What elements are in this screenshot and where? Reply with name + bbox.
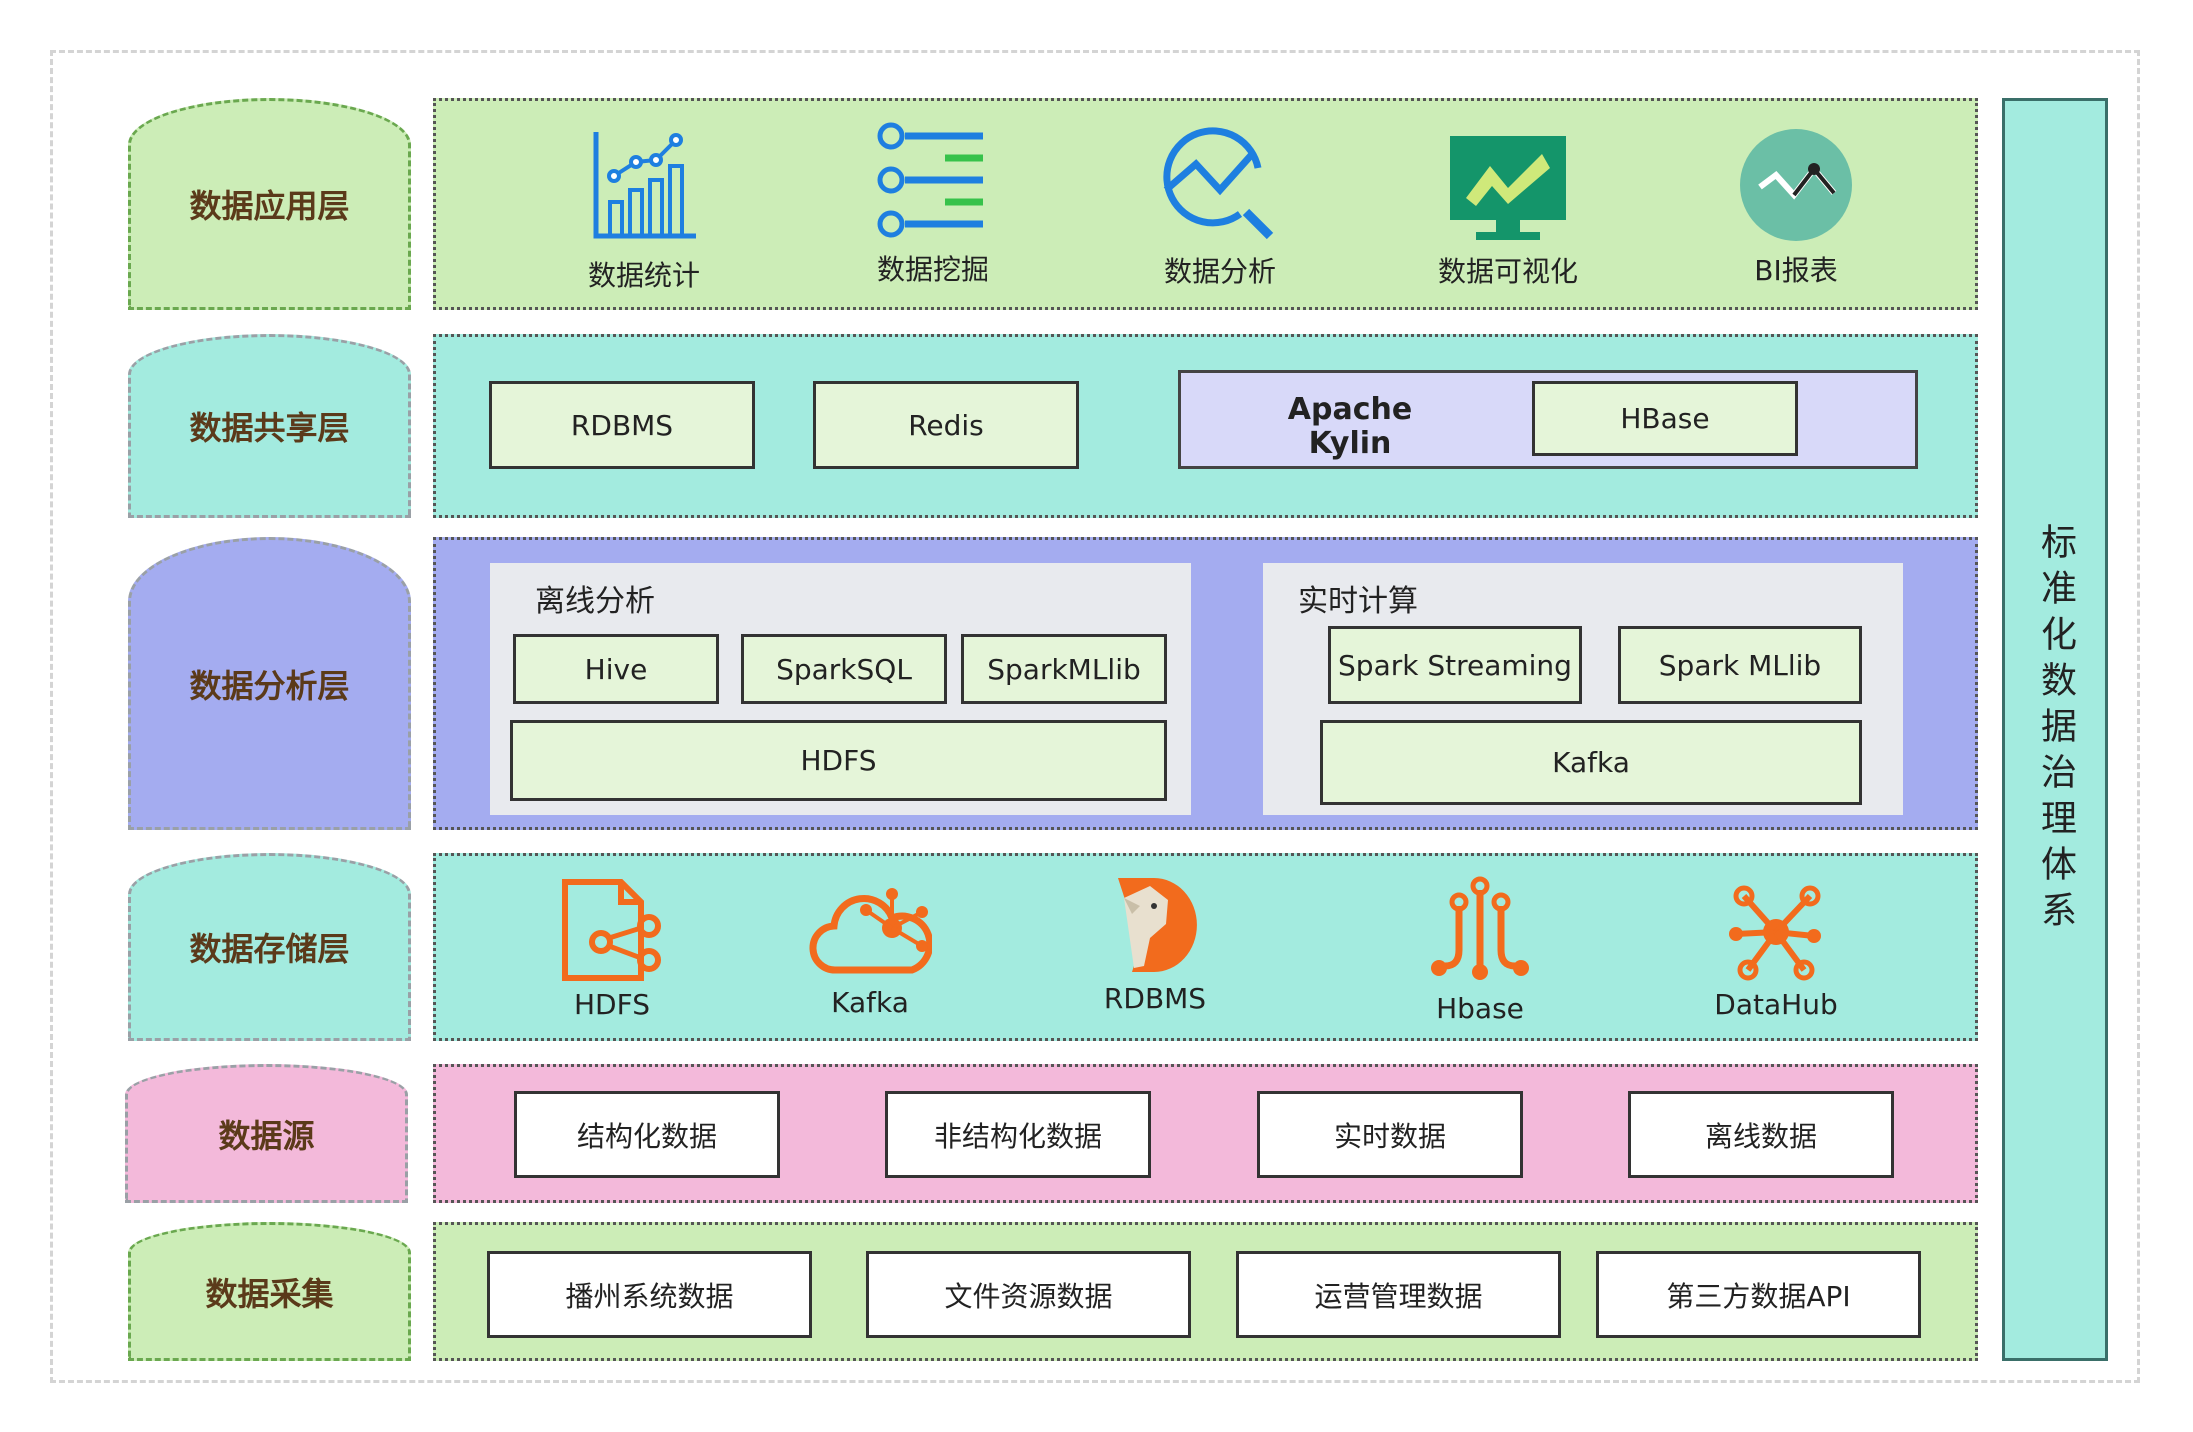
box-label: 结构化数据 [576,1119,717,1153]
realtime-compute-title: 实时计算 [1298,584,1418,619]
storage-item-kafka[interactable]: Kafka [760,880,980,1019]
layer-label-text: 数据采集 [205,1274,334,1313]
app-item-label: 数据可视化 [1437,255,1578,288]
sharing-redis-box[interactable]: Redis [813,381,1079,469]
collection-system-box[interactable]: 播州系统数据 [487,1251,812,1338]
box-label: SparkMLlib [987,652,1141,686]
box-label: Kafka [1552,746,1630,779]
magnifier-trend-icon [1163,127,1274,240]
box-label: Spark MLlib [1658,648,1822,682]
app-item-bi-report[interactable]: BI报表 [1686,127,1906,289]
hbase-circuit-icon [1431,876,1529,980]
box-label: SparkSQL [776,652,912,686]
collection-third-party-box[interactable]: 第三方数据API [1596,1251,1921,1338]
box-label: 离线数据 [1704,1119,1817,1153]
box-label: 播州系统数据 [565,1279,734,1313]
box-label: Spark Streaming [1338,648,1572,682]
app-item-statistics[interactable]: 数据统计 [534,124,754,294]
layer-label-application: 数据应用层 [128,98,411,310]
kafka-cloud-icon [809,888,932,974]
app-item-mining[interactable]: 数据挖掘 [823,118,1043,288]
layer-label-sharing: 数据共享层 [128,334,411,518]
sparksql-box[interactable]: SparkSQL [741,634,947,704]
offline-analysis-title: 离线分析 [535,584,655,619]
sharing-rdbms-box[interactable]: RDBMS [489,381,755,469]
storage-item-rdbms[interactable]: RDBMS [1045,876,1265,1015]
rdbms-mascot-icon [1118,878,1197,972]
layer-label-analysis: 数据分析层 [128,537,411,830]
source-realtime-box[interactable]: 实时数据 [1257,1091,1523,1178]
kylin-label-line: Apache [1287,392,1413,427]
layer-label-text: 数据源 [218,1116,315,1155]
governance-bar: 标准化数据治理体系 [2002,98,2108,1361]
collection-operations-box[interactable]: 运营管理数据 [1236,1251,1561,1338]
collection-file-box[interactable]: 文件资源数据 [866,1251,1191,1338]
layer-label-text: 数据应用层 [189,187,350,225]
box-label: HDFS [800,744,877,777]
storage-layer-band [433,853,1978,1041]
offline-hdfs-box[interactable]: HDFS [510,720,1167,801]
storage-item-label: Hbase [1436,992,1524,1025]
app-item-label: 数据统计 [587,259,700,292]
kylin-label-line: Kylin [1308,426,1392,461]
storage-item-hdfs[interactable]: HDFS [502,878,722,1021]
storage-item-hbase[interactable]: Hbase [1370,876,1590,1025]
app-item-label: 数据挖掘 [876,253,989,286]
box-label: HBase [1620,402,1710,435]
box-label: 运营管理数据 [1314,1279,1483,1313]
bar-line-chart-icon [593,132,696,239]
storage-item-label: DataHub [1714,988,1838,1021]
layer-label-storage: 数据存储层 [128,853,411,1041]
realtime-kafka-box[interactable]: Kafka [1320,720,1862,805]
storage-item-label: HDFS [573,988,650,1021]
circle-trend-icon [1740,129,1852,241]
box-label: Hive [584,652,648,686]
hdfs-file-icon [562,879,661,981]
governance-label: 标准化数据治理体系 [2035,522,2076,937]
hive-box[interactable]: Hive [513,634,719,704]
layer-label-text: 数据共享层 [189,409,350,447]
layer-label-text: 数据存储层 [189,930,350,968]
box-label: RDBMS [570,408,674,442]
sharing-hbase-box[interactable]: HBase [1532,381,1798,456]
layer-label-collection: 数据采集 [128,1222,411,1361]
list-nodes-icon [877,122,983,238]
source-structured-box[interactable]: 结构化数据 [514,1091,780,1178]
app-item-label: BI报表 [1754,254,1838,287]
app-item-label: 数据分析 [1163,255,1276,288]
box-label: 实时数据 [1333,1119,1446,1153]
box-label: Redis [908,408,984,442]
storage-item-label: RDBMS [1103,982,1207,1015]
sparkmllib-box[interactable]: SparkMLlib [961,634,1167,704]
outer-frame [50,50,2140,1383]
storage-item-datahub[interactable]: DataHub [1666,882,1886,1021]
source-offline-box[interactable]: 离线数据 [1628,1091,1894,1178]
storage-item-label: Kafka [831,986,909,1019]
datahub-hub-icon [1729,885,1821,981]
spark-mllib-box[interactable]: Spark MLlib [1618,626,1862,704]
app-item-visualization[interactable]: 数据可视化 [1398,132,1618,290]
box-label: 非结构化数据 [933,1119,1102,1153]
app-item-analysis[interactable]: 数据分析 [1110,120,1330,290]
monitor-chart-icon [1450,136,1566,240]
spark-streaming-box[interactable]: Spark Streaming [1328,626,1582,704]
box-label: 第三方数据API [1666,1279,1851,1313]
source-unstructured-box[interactable]: 非结构化数据 [885,1091,1151,1178]
layer-label-source: 数据源 [125,1064,408,1203]
layer-label-text: 数据分析层 [189,666,350,705]
box-label: 文件资源数据 [944,1279,1113,1313]
